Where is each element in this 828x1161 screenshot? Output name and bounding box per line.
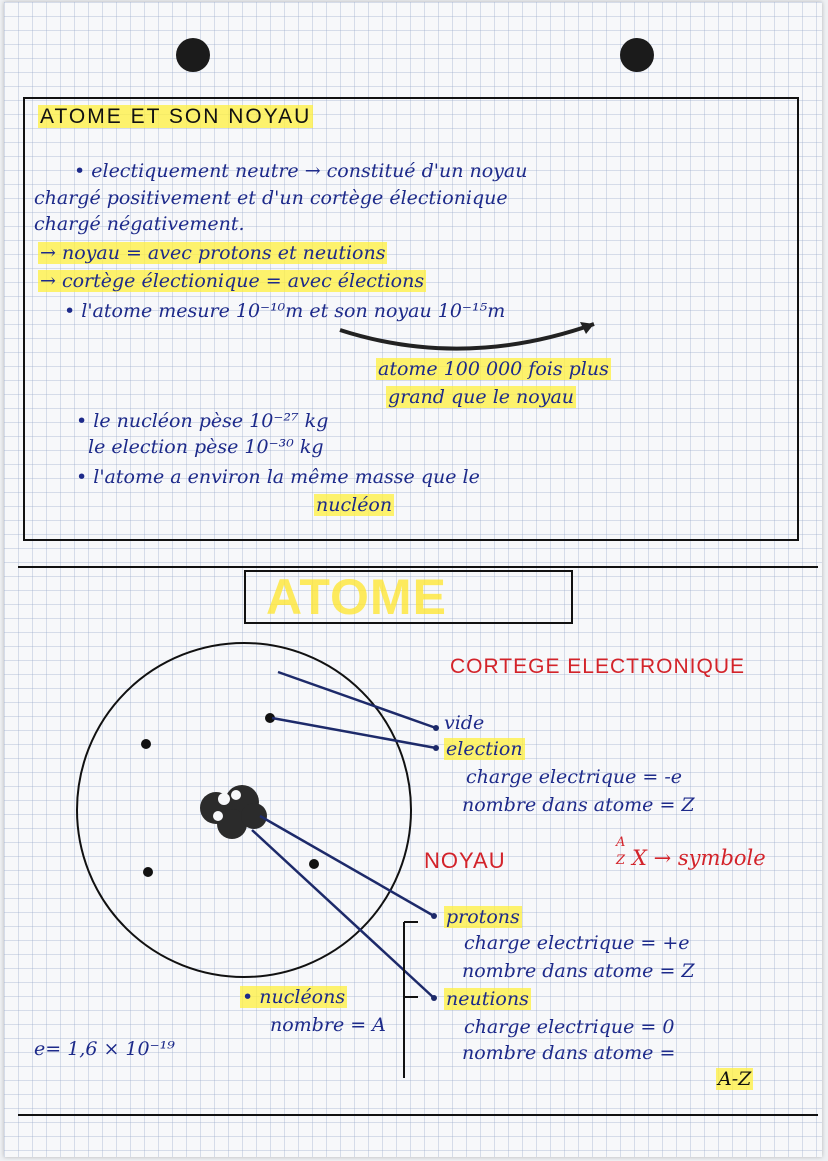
neutrons-nombre-value-text: A-Z bbox=[716, 1068, 754, 1090]
cortege-electron: election bbox=[444, 738, 525, 760]
cortege-vide: vide bbox=[444, 712, 485, 734]
s1-line-4-text: → noyau = avec protons et neutions bbox=[38, 242, 388, 264]
symbol-z: Z bbox=[616, 853, 626, 868]
bracket bbox=[403, 921, 418, 1078]
cortege-heading: CORTEGE ELECTRONIQUE bbox=[450, 655, 745, 678]
symbol-a: A bbox=[616, 835, 626, 850]
cortege-nombre: nombre dans atome = Z bbox=[462, 794, 695, 816]
atome-title: ATOME bbox=[266, 569, 447, 625]
noyau-neutrons-text: neutions bbox=[444, 988, 531, 1010]
electron-dot-3 bbox=[143, 867, 153, 877]
cortege-electron-text: election bbox=[444, 738, 525, 760]
protons-charge: charge electrique = +e bbox=[464, 932, 690, 954]
noyau-protons-text: protons bbox=[444, 906, 522, 928]
neutrons-nombre: nombre dans atome = bbox=[462, 1042, 676, 1064]
s1-line-11: • l'atome a environ la même masse que le bbox=[76, 466, 480, 488]
s1-line-7: atome 100 000 fois plus bbox=[376, 358, 611, 380]
neutrons-nombre-value: A-Z bbox=[716, 1068, 754, 1090]
nucleons-label-text: • nucléons bbox=[240, 986, 348, 1008]
section-divider bbox=[18, 566, 818, 568]
bottom-rule bbox=[18, 1114, 818, 1116]
s1-line-7-text: atome 100 000 fois plus bbox=[376, 358, 611, 380]
s1-line-5: → cortège électionique = avec élections bbox=[38, 270, 427, 292]
s1-line-8: grand que le noyau bbox=[386, 386, 577, 408]
s1-line-2: chargé positivement et d'un cortège élec… bbox=[34, 187, 508, 209]
size-arrow bbox=[339, 322, 595, 351]
s1-line-1: • electiquement neutre → constitué d'un … bbox=[74, 160, 528, 182]
s1-line-6: • l'atome mesure 10⁻¹⁰m et son noyau 10⁻… bbox=[64, 300, 506, 322]
nucleus bbox=[200, 785, 267, 839]
s1-line-5-text: → cortège électionique = avec élections bbox=[38, 270, 427, 292]
atom-circle bbox=[76, 642, 412, 978]
section1-title: ATOME ET SON NOYAU bbox=[38, 105, 314, 128]
electron-dot-4 bbox=[309, 859, 319, 869]
s1-line-9: • le nucléon pèse 10⁻²⁷ kg bbox=[76, 410, 329, 432]
section1-box bbox=[23, 97, 799, 541]
atom-diagram bbox=[76, 322, 595, 1078]
punch-hole-left bbox=[176, 38, 210, 72]
notebook-page: ATOME ET SON NOYAU • electiquement neutr… bbox=[4, 2, 822, 1157]
noyau-protons: protons bbox=[444, 906, 522, 928]
electron-dot-2 bbox=[265, 713, 275, 723]
punch-hole-right bbox=[620, 38, 654, 72]
s1-line-4: → noyau = avec protons et neutions bbox=[38, 242, 388, 264]
section1-title-text: ATOME ET SON NOYAU bbox=[38, 105, 314, 128]
atome-title-box bbox=[244, 570, 573, 624]
neutrons-charge: charge electrique = 0 bbox=[464, 1016, 675, 1038]
s1-line-12-text: nucléon bbox=[314, 494, 395, 516]
nucleons-label: • nucléons bbox=[240, 986, 348, 1008]
noyau-heading: NOYAU bbox=[424, 848, 506, 873]
s1-line-8-text: grand que le noyau bbox=[386, 386, 577, 408]
s1-line-12: nucléon bbox=[314, 494, 395, 516]
protons-nombre: nombre dans atome = Z bbox=[462, 960, 695, 982]
cortege-charge: charge electrique = -e bbox=[466, 766, 683, 788]
nucleons-nombre: nombre = A bbox=[270, 1014, 386, 1036]
electron-dot-1 bbox=[141, 739, 151, 749]
e-value: e= 1,6 × 10⁻¹⁹ bbox=[34, 1038, 175, 1060]
s1-line-3: chargé négativement. bbox=[34, 213, 245, 235]
s1-line-10: le election pèse 10⁻³⁰ kg bbox=[88, 436, 324, 458]
noyau-neutrons: neutions bbox=[444, 988, 531, 1010]
symbol-text: X → symbole bbox=[632, 846, 766, 870]
